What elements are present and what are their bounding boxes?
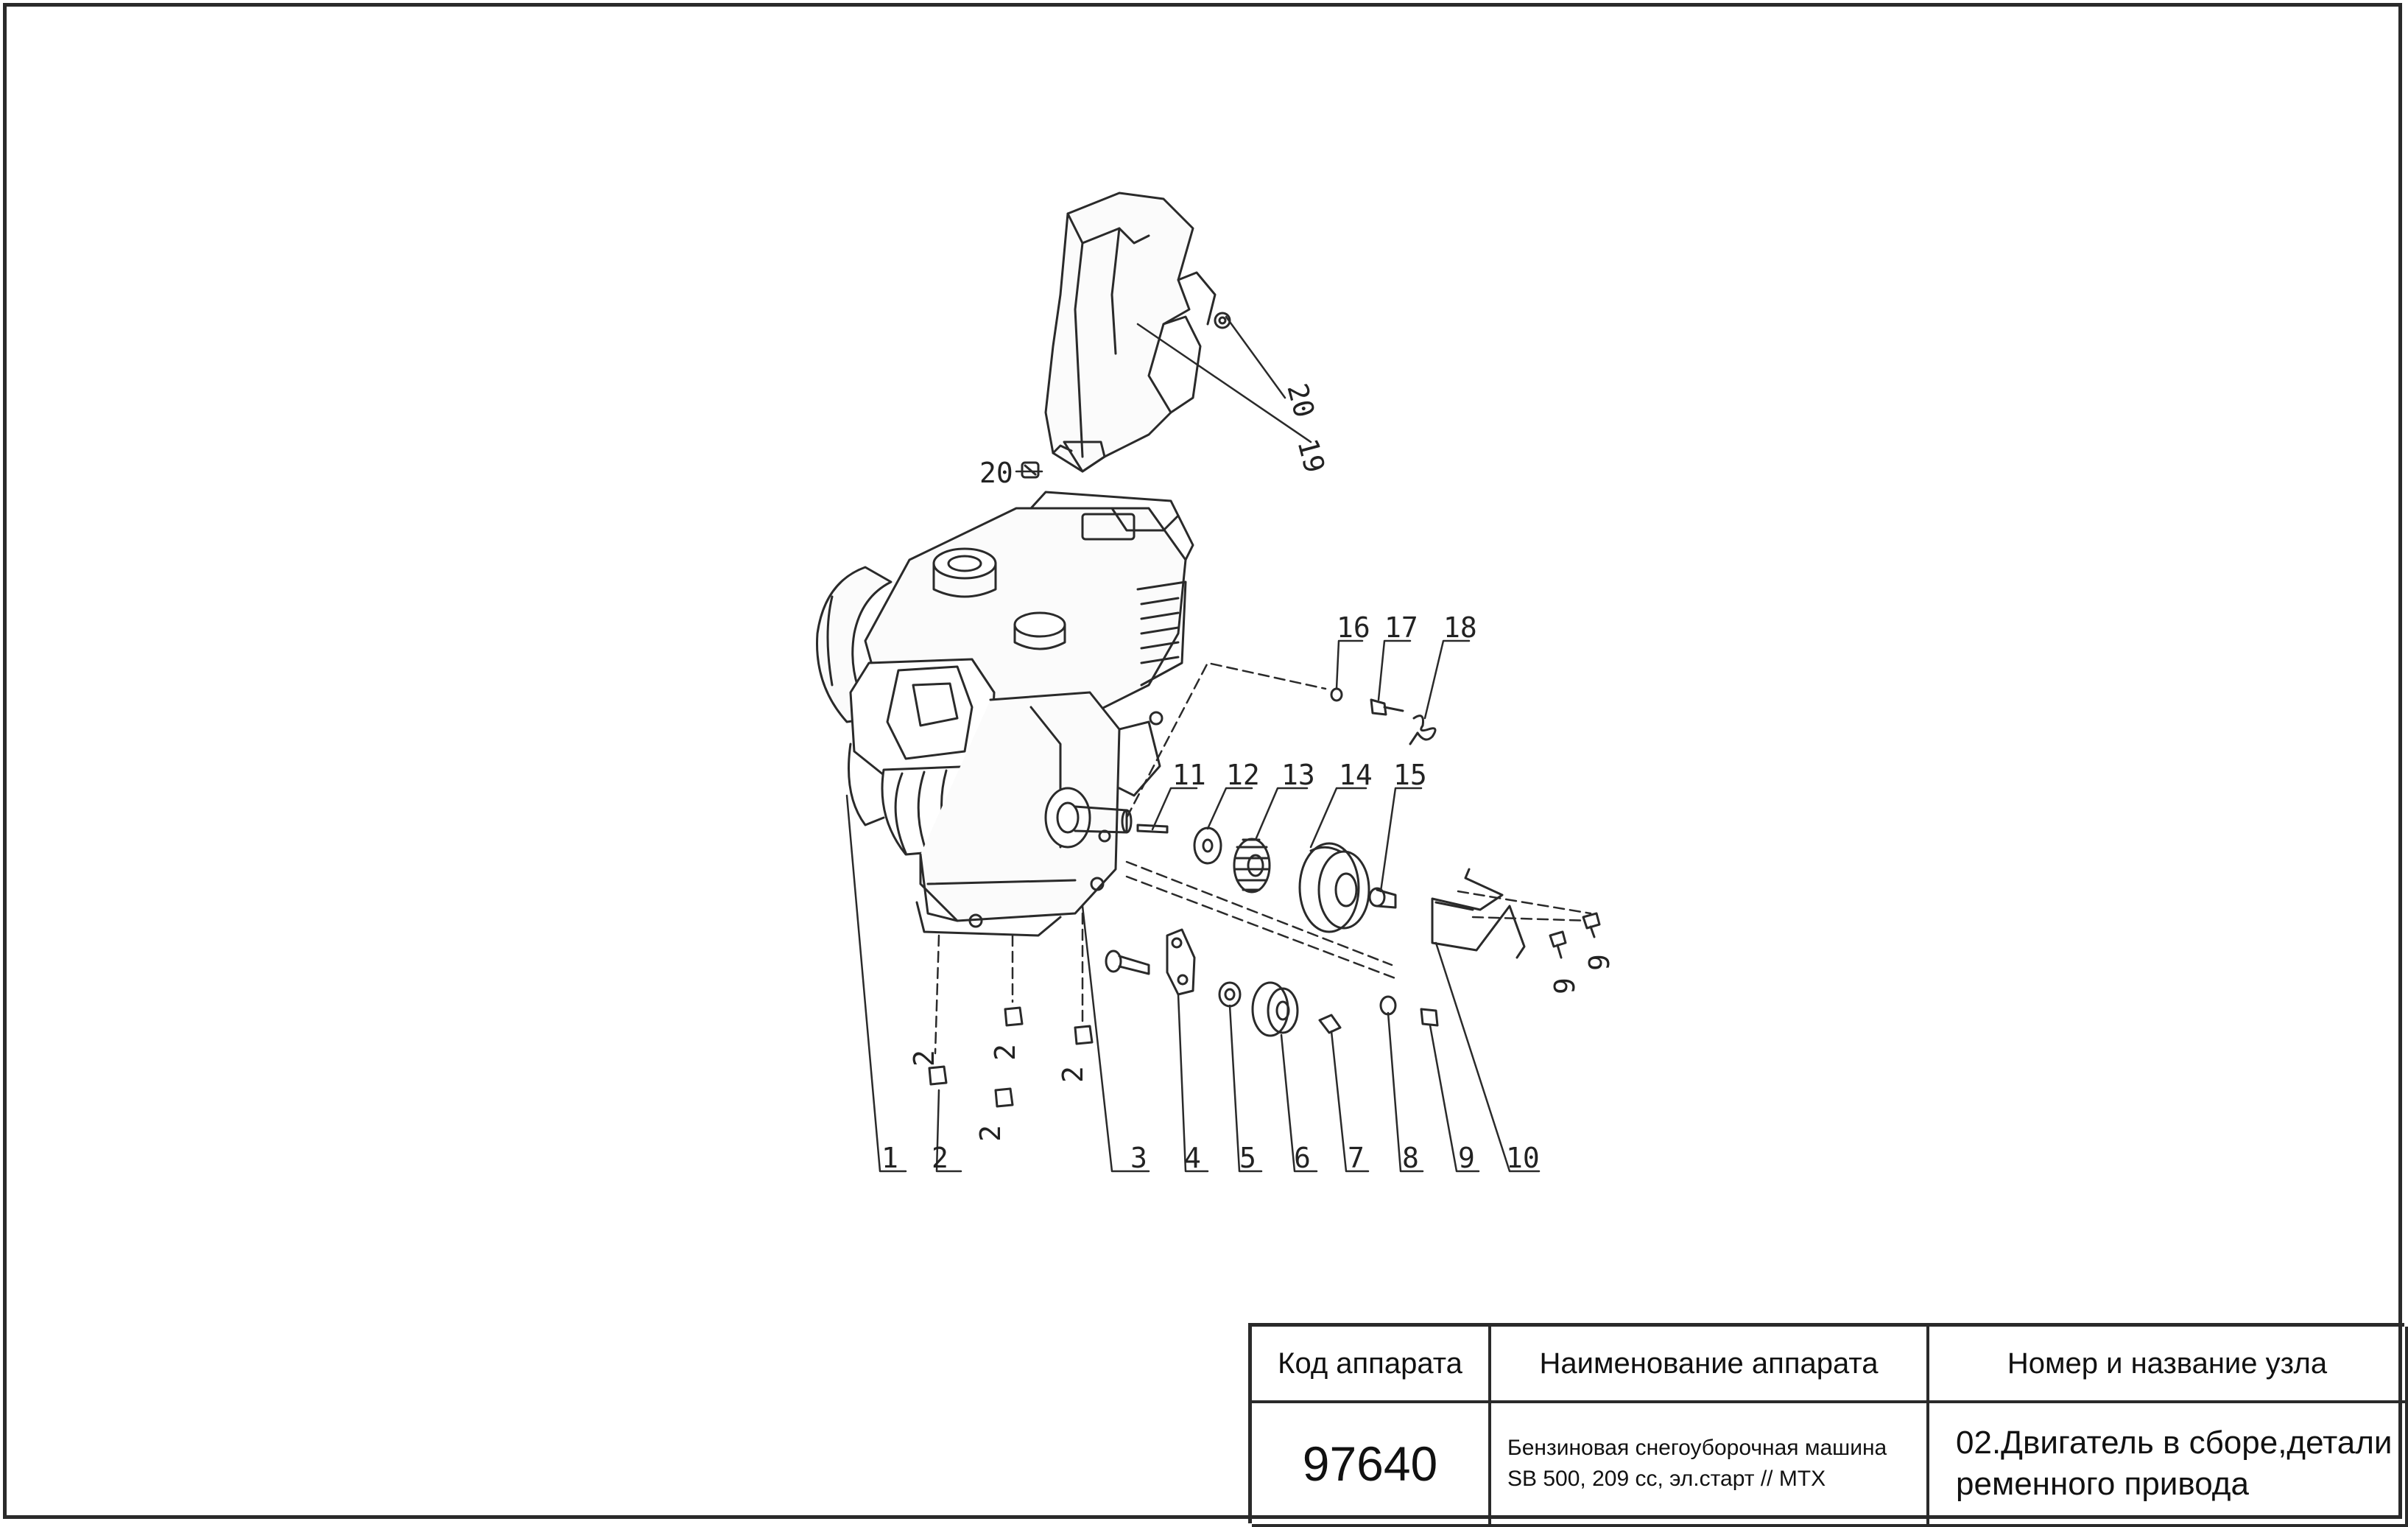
- nut-9-lower: [1420, 1008, 1439, 1027]
- device-code: 97640: [1252, 1403, 1491, 1527]
- bolt-3: [1105, 949, 1150, 975]
- callout-15: 15: [1393, 759, 1427, 791]
- callout-18: 18: [1443, 611, 1477, 644]
- washer-12: [1193, 826, 1222, 865]
- callout-11: 11: [1172, 759, 1206, 791]
- belt-cover: [1044, 192, 1217, 473]
- shaft-key: [1136, 824, 1169, 834]
- spacer-5: [1218, 981, 1242, 1008]
- callout-17: 17: [1384, 611, 1418, 644]
- callout-19: 19: [1291, 435, 1331, 477]
- callout-20: 20: [1281, 380, 1320, 421]
- callout-2: 2: [1057, 1066, 1089, 1083]
- v-pulley-14: [1298, 842, 1370, 933]
- callout-1: 1: [881, 1142, 898, 1174]
- bolt-9-right-b: [1549, 930, 1567, 959]
- device-name-line-2: SB 500, 209 cc, эл.старт // MTX: [1507, 1467, 1826, 1491]
- node-name-line-2: ременного привода: [1956, 1466, 2249, 1502]
- bracket-4: [1166, 928, 1196, 996]
- callout-6: 6: [1294, 1142, 1311, 1174]
- code-column-header: Код аппарата: [1252, 1327, 1491, 1403]
- callout-14: 14: [1339, 759, 1373, 791]
- callout-9: 9: [1458, 1142, 1475, 1174]
- callout-20: 20: [979, 457, 1013, 489]
- clip-16: [1330, 687, 1343, 702]
- callout-9: 9: [1549, 977, 1581, 994]
- assembly-leader-lines: [934, 661, 1592, 1055]
- nut-2-a: [928, 1065, 948, 1086]
- device-name-line-1: Бензиновая снегоуборочная машина: [1507, 1436, 1887, 1460]
- cover-nut-top: [1214, 312, 1231, 329]
- callout-2: 2: [932, 1142, 948, 1174]
- callout-3: 3: [1130, 1142, 1147, 1174]
- nut-2-c: [1004, 1006, 1024, 1027]
- callout-10: 10: [1506, 1142, 1540, 1174]
- spring-18: [1409, 715, 1437, 745]
- title-block: Код аппарата Наименование аппарата Номер…: [1248, 1323, 2408, 1527]
- idler-pulley-6: [1251, 981, 1299, 1037]
- name-column-header: Наименование аппарата: [1491, 1327, 1929, 1403]
- cover-nut-left: [1021, 461, 1040, 479]
- callout-9: 9: [1583, 954, 1616, 971]
- spacer-7: [1318, 1014, 1342, 1034]
- callout-5: 5: [1239, 1142, 1256, 1174]
- callout-leaders: [845, 315, 1541, 1173]
- device-name: Бензиновая снегоуборочная машина SB 500,…: [1491, 1403, 1929, 1527]
- washer-8: [1379, 995, 1397, 1016]
- sheet-frame: [3, 3, 2402, 1519]
- nut-2-d: [1074, 1025, 1094, 1045]
- callout-8: 8: [1402, 1142, 1419, 1174]
- callout-2: 2: [974, 1125, 1007, 1142]
- nut-2-b: [994, 1087, 1014, 1108]
- callout-4: 4: [1184, 1142, 1201, 1174]
- callout-16: 16: [1337, 611, 1370, 644]
- callout-2: 2: [989, 1044, 1021, 1061]
- callout-2: 2: [908, 1050, 940, 1067]
- bolt-17: [1370, 698, 1404, 716]
- washer-15: [1368, 887, 1397, 909]
- pulley-gear-13: [1233, 838, 1271, 894]
- callout-7: 7: [1348, 1142, 1365, 1174]
- callout-13: 13: [1281, 759, 1315, 791]
- callout-12: 12: [1226, 759, 1260, 791]
- node-name: 02.Двигатель в сборе,детали ременного пр…: [1929, 1403, 2408, 1527]
- engine-assembly: [816, 491, 1194, 937]
- bolt-9-right-a: [1582, 912, 1601, 938]
- belt-guide-bracket-10: [1431, 868, 1526, 959]
- node-name-line-1: 02.Двигатель в сборе,детали: [1956, 1425, 2393, 1461]
- node-column-header: Номер и название узла: [1929, 1327, 2408, 1403]
